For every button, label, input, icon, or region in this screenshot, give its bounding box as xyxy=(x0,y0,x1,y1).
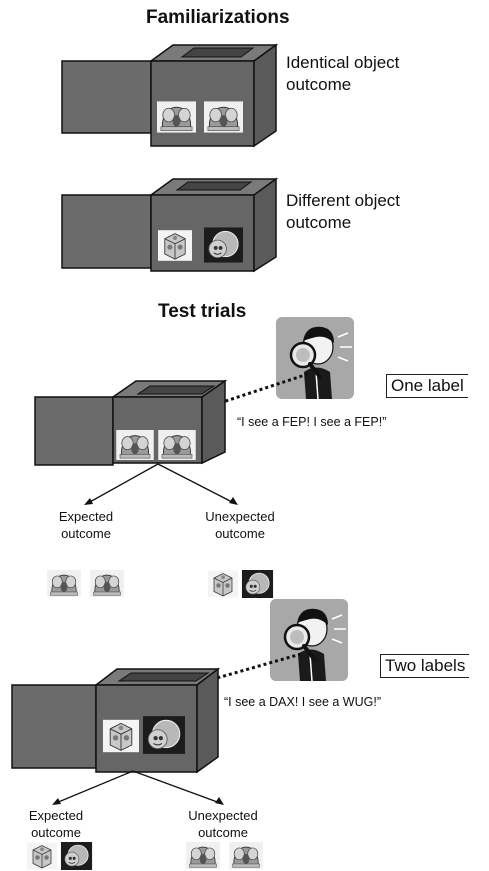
identical-object-icon xyxy=(158,430,196,460)
tag-two-labels: Two labels xyxy=(380,654,470,678)
branch-line-unexpected xyxy=(132,770,221,804)
label-unexpected-outcome: Unexpected outcome xyxy=(205,509,275,541)
identical-object-icon xyxy=(157,101,196,133)
round-object-icon xyxy=(241,570,274,598)
test-box-one-label xyxy=(34,379,228,466)
round-object-icon xyxy=(143,715,185,755)
outcome-unexpected-two-labels xyxy=(185,842,264,869)
label-expected-outcome: Expected outcome xyxy=(58,509,114,541)
heading-familiarizations: Familiarizations xyxy=(146,7,290,28)
test-box-two-labels xyxy=(11,667,221,774)
caption-identical-outcome: Identical object outcome xyxy=(286,53,400,94)
caption-different-outcome: Different object outcome xyxy=(286,191,401,232)
outcome-unexpected-one-label xyxy=(208,570,274,598)
round-object-icon xyxy=(204,226,243,264)
branch-line-unexpected xyxy=(157,463,235,504)
heading-test-trials: Test trials xyxy=(158,301,247,322)
observer-with-magnifier-icon xyxy=(276,317,354,399)
outcome-expected-one-label xyxy=(46,570,125,597)
outcome-expected-two-labels xyxy=(27,842,93,870)
observer-with-magnifier-icon xyxy=(270,599,348,681)
quote-two-labels: “I see a DAX! I see a WUG!” xyxy=(224,695,381,709)
label-unexpected-outcome: Unexpected outcome xyxy=(188,808,258,840)
identical-object-icon xyxy=(46,570,82,597)
familiarization-box-different xyxy=(61,177,279,273)
identical-object-icon xyxy=(228,842,264,869)
quote-one-label: “I see a FEP! I see a FEP!” xyxy=(237,415,387,429)
tag-one-label: One label xyxy=(386,374,468,398)
branch-line-expected xyxy=(87,463,159,504)
identical-object-icon xyxy=(204,101,243,133)
branch-line-expected xyxy=(55,770,134,804)
cube-object-icon xyxy=(103,719,139,753)
identical-object-icon xyxy=(185,842,221,869)
cube-object-icon xyxy=(27,842,57,870)
cube-object-icon xyxy=(158,229,192,262)
familiarization-box-identical xyxy=(61,43,279,148)
identical-object-icon xyxy=(116,430,154,460)
identical-object-icon xyxy=(89,570,125,597)
round-object-icon xyxy=(60,842,93,870)
cube-object-icon xyxy=(208,570,238,598)
label-expected-outcome: Expected outcome xyxy=(28,808,84,840)
